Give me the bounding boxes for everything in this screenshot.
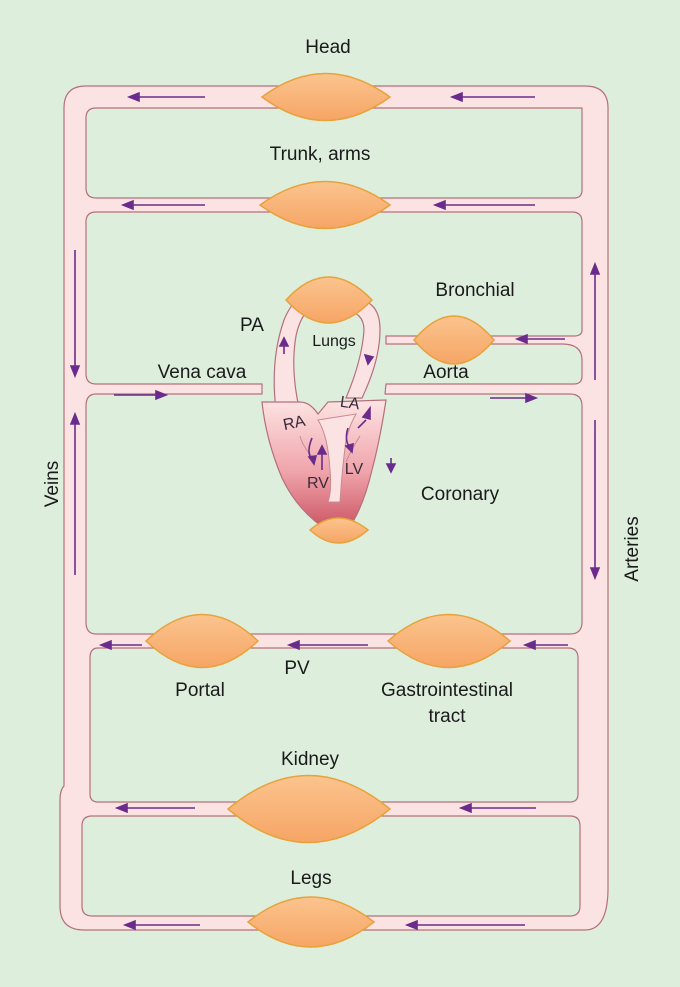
label-gi-line2: tract bbox=[429, 706, 467, 727]
portal-organ bbox=[144, 613, 260, 669]
vessel-network bbox=[59, 85, 609, 931]
label-portal: Portal bbox=[175, 680, 225, 701]
legs-organ bbox=[246, 896, 376, 948]
kidney-organ bbox=[226, 774, 392, 844]
label-gi-line1: Gastrointestinal bbox=[381, 680, 513, 701]
label-kidney: Kidney bbox=[281, 749, 340, 770]
pulmonary-vein bbox=[343, 298, 381, 399]
label-veins: Veins bbox=[42, 461, 63, 507]
lungs-organ bbox=[284, 276, 374, 324]
heart bbox=[261, 399, 387, 533]
heart-body bbox=[261, 399, 387, 533]
gi-organ bbox=[386, 613, 512, 669]
organs bbox=[144, 72, 512, 948]
label-ra: RA bbox=[282, 413, 308, 434]
bronchial-organ bbox=[413, 315, 495, 365]
outer-vessel-loop bbox=[59, 85, 609, 931]
labels: Head Trunk, arms Bronchial PA Lungs Vena… bbox=[42, 37, 643, 889]
label-legs: Legs bbox=[290, 868, 331, 889]
label-vena-cava: Vena cava bbox=[158, 362, 247, 383]
label-pa: PA bbox=[240, 315, 264, 336]
label-rv: RV bbox=[307, 475, 329, 492]
label-lungs: Lungs bbox=[312, 333, 356, 350]
label-arteries: Arteries bbox=[622, 516, 643, 581]
label-la: LA bbox=[339, 394, 361, 414]
head-organ bbox=[260, 72, 392, 122]
coronary-organ bbox=[308, 517, 370, 544]
label-trunk-arms: Trunk, arms bbox=[270, 144, 371, 165]
label-aorta: Aorta bbox=[423, 362, 469, 383]
label-bronchial: Bronchial bbox=[435, 280, 514, 301]
label-coronary: Coronary bbox=[421, 484, 500, 505]
label-head: Head bbox=[305, 37, 350, 58]
label-lv: LV bbox=[345, 461, 364, 478]
flow-arrows bbox=[69, 91, 601, 931]
trunk-arms-organ bbox=[258, 180, 392, 230]
label-pv: PV bbox=[284, 658, 310, 679]
